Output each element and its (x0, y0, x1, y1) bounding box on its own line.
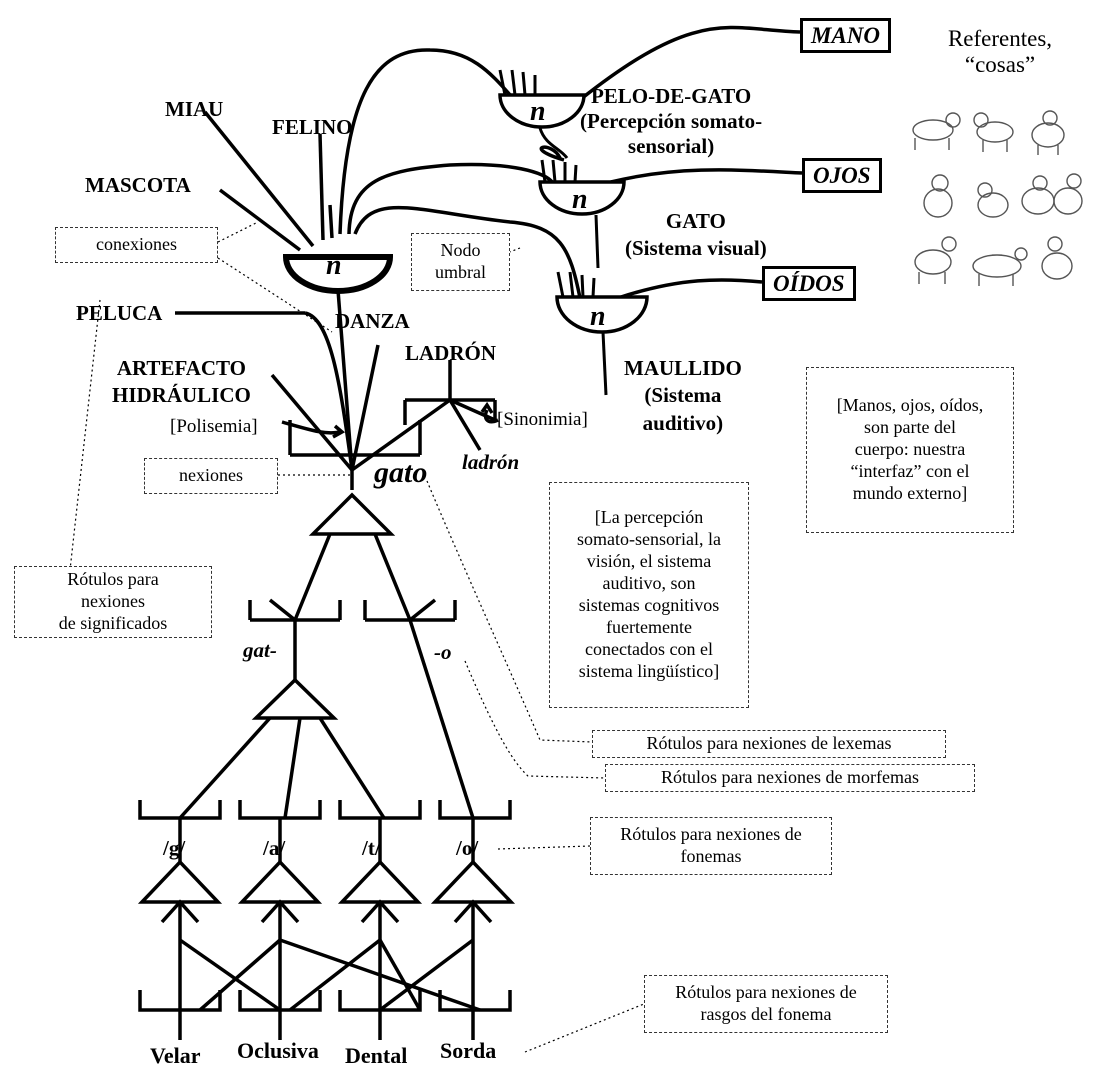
cuerpo-line5: mundo externo] (852, 482, 968, 503)
box-fonemas-line2: fonemas (680, 846, 742, 866)
phoneme-a: /a/ (263, 836, 286, 860)
system-pelo-de-gato: PELO-DE-GATO (Percepción somato- sensori… (580, 84, 762, 160)
lexeme-ladron: ladrón (462, 450, 520, 474)
sense-mano: MANO (800, 18, 892, 53)
box-conexiones: conexiones (55, 227, 218, 263)
morpheme-suffix: -o (434, 640, 452, 664)
concept-ladron: LADRÓN (405, 341, 497, 365)
cuerpo-line1: [Manos, ojos, oídos, (836, 395, 984, 416)
box-nexiones: nexiones (144, 458, 278, 494)
sense-oidos: OÍDOS (762, 266, 856, 301)
concept-artefacto-line1: ARTEFACTO (116, 356, 247, 380)
cuerpo-line4: “interfaz” con el (850, 460, 970, 481)
percepcion-line6: fuertemente (606, 616, 692, 637)
phoneme-lines (137, 800, 516, 1040)
sense-node-fringes (498, 69, 608, 396)
percepcion-line8: sistema lingüístico] (578, 660, 720, 681)
cuerpo-line2: son parte del (864, 417, 956, 438)
system-maullido-line1: MAULLIDO (624, 356, 742, 380)
lexical-lines (175, 289, 499, 490)
pelo-node-letter: n (530, 96, 546, 127)
concept-mascota: MASCOTA (85, 173, 191, 197)
concept-miau: MIAU (165, 97, 224, 121)
box-nodo-umbral: Nodo umbral (411, 233, 510, 291)
system-gato-line2: (Sistema visual) (625, 236, 767, 261)
box-rasgos-line2: rasgos del fonema (700, 1004, 832, 1024)
system-gato: GATO (Sistema visual) (625, 208, 767, 263)
box-rotulos-fonemas: Rótulos para nexiones de fonemas (590, 817, 832, 875)
referents-line2: “cosas” (964, 52, 1036, 78)
feature-velar: Velar (150, 1043, 201, 1068)
box-rasgos-line1: Rótulos para nexiones de (675, 982, 857, 1003)
feature-oclusiva: Oclusiva (237, 1038, 319, 1063)
concept-peluca: PELUCA (76, 301, 163, 325)
phoneme-t: /t/ (362, 836, 381, 860)
box-nodo-line1: Nodo (440, 240, 481, 261)
box-fonemas-line1: Rótulos para nexiones de (620, 824, 802, 845)
concept-connections (338, 25, 803, 299)
box-conexiones-text: conexiones (96, 234, 177, 255)
box-rotulos-morfemas: Rótulos para nexiones de morfemas (605, 764, 975, 792)
phoneme-g: /g/ (163, 836, 186, 860)
percepcion-line3: visión, el sistema (586, 551, 712, 572)
morpheme-lines (178, 492, 475, 820)
box-percepcion-note: [La percepción somato-sensorial, la visi… (549, 482, 749, 708)
percepcion-line4: auditivo, son (602, 573, 696, 594)
system-pelo-line1: PELO-DE-GATO (590, 84, 752, 108)
system-maullido-line2: (Sistema (644, 383, 722, 408)
system-gato-line1: GATO (665, 209, 726, 233)
box-cuerpo-note: [Manos, ojos, oídos, son parte del cuerp… (806, 367, 1014, 533)
concept-felino: FELINO (272, 115, 353, 139)
concept-danza: DANZA (335, 309, 410, 333)
system-pelo-line2: (Percepción somato- (580, 109, 763, 134)
main-node-cup (282, 254, 394, 294)
concept-inputs (203, 110, 334, 252)
percepcion-line7: conectados con el (585, 638, 713, 659)
cuerpo-line3: cuerpo: nuestra (854, 439, 966, 460)
system-maullido-line3: auditivo) (642, 410, 724, 435)
main-node-letter: n (326, 250, 342, 281)
percepcion-line1: [La percepción (594, 507, 704, 528)
box-significados-line3: de significados (58, 612, 168, 633)
box-morfemas-text: Rótulos para nexiones de morfemas (661, 767, 919, 788)
box-significados-line2: nexiones (81, 591, 145, 612)
concept-artefacto-hidraulico: ARTEFACTO HIDRÁULICO (112, 355, 251, 410)
sense-ojos: OJOS (802, 158, 882, 193)
feature-sorda: Sorda (440, 1038, 497, 1063)
phoneme-o: /o/ (456, 836, 479, 860)
annotation-polisemia: [Polisemia] (170, 416, 258, 437)
box-lexemas-text: Rótulos para nexiones de lexemas (646, 733, 892, 754)
feature-dental: Dental (345, 1043, 408, 1068)
system-maullido: MAULLIDO (Sistema auditivo) (624, 355, 742, 437)
concept-artefacto-line2: HIDRÁULICO (112, 383, 251, 408)
gato-node-letter: n (572, 184, 588, 215)
morpheme-stem: gat- (243, 638, 277, 662)
annotation-sinonimia: [Sinonimia] (497, 409, 588, 430)
referents-line1: Referentes, (947, 26, 1053, 51)
referents-title: Referentes, “cosas” (925, 26, 1075, 79)
box-significados-line1: Rótulos para (67, 569, 159, 590)
maullido-node-letter: n (590, 301, 606, 332)
box-rotulos-lexemas: Rótulos para nexiones de lexemas (592, 730, 946, 758)
sense-node-cups (498, 93, 649, 334)
box-rotulos-rasgos: Rótulos para nexiones de rasgos del fone… (644, 975, 888, 1033)
percepcion-line5: sistemas cognitivos (578, 595, 720, 615)
box-nexiones-text: nexiones (179, 465, 243, 486)
lexeme-gato: gato (374, 456, 428, 489)
system-pelo-line3: sensorial) (627, 134, 715, 159)
cat-sketches (912, 110, 1083, 286)
box-nodo-line2: umbral (435, 262, 486, 282)
percepcion-line2: somato-sensorial, la (577, 529, 721, 550)
box-rotulos-significados: Rótulos para nexiones de significados (14, 566, 212, 638)
